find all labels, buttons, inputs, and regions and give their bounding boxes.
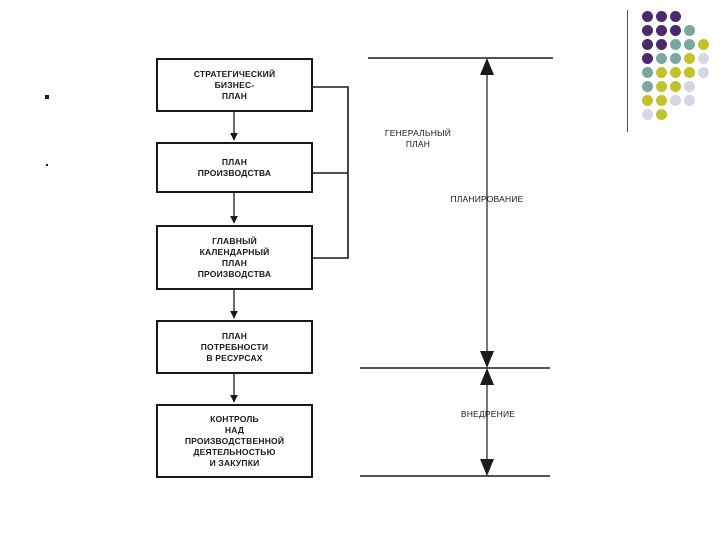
decorative-dot xyxy=(642,67,653,78)
implementation-arrow-head-down xyxy=(480,459,494,476)
implementation-arrow-head-up xyxy=(480,368,494,385)
decorative-dot xyxy=(698,53,709,64)
decorative-dot xyxy=(684,81,695,92)
decorative-dot xyxy=(684,25,695,36)
decorative-dot xyxy=(670,53,681,64)
label-general-plan: ГЕНЕРАЛЬНЫЙ ПЛАН xyxy=(384,128,452,149)
decorative-dot xyxy=(684,67,695,78)
box-strategic-business-plan-label: СТРАТЕГИЧЕСКИЙ БИЗНЕС- ПЛАН xyxy=(193,68,276,101)
decorative-dot xyxy=(656,53,667,64)
planning-arrow-head-down xyxy=(480,351,494,368)
decorative-dot xyxy=(642,25,653,36)
label-planning: ПЛАНИРОВАНИЕ xyxy=(450,194,524,204)
decorative-dot xyxy=(670,39,681,50)
bullet-marker xyxy=(46,164,48,166)
decorative-dot xyxy=(670,81,681,92)
box-master-production-schedule: ГЛАВНЫЙ КАЛЕНДАРНЫЙ ПЛАН ПРОИЗВОДСТВА xyxy=(156,225,313,290)
decorative-dot xyxy=(642,95,653,106)
decorative-divider-line xyxy=(627,10,628,132)
box-production-plan-label: ПЛАН ПРОИЗВОДСТВА xyxy=(197,156,272,178)
label-implementation: ВНЕДРЕНИЕ xyxy=(460,409,516,419)
box-production-control-purchasing: КОНТРОЛЬ НАД ПРОИЗВОДСТВЕННОЙ ДЕЯТЕЛЬНОС… xyxy=(156,404,313,478)
decorative-dot xyxy=(656,25,667,36)
box-production-control-purchasing-label: КОНТРОЛЬ НАД ПРОИЗВОДСТВЕННОЙ ДЕЯТЕЛЬНОС… xyxy=(184,413,285,468)
box-master-production-schedule-label: ГЛАВНЫЙ КАЛЕНДАРНЫЙ ПЛАН ПРОИЗВОДСТВА xyxy=(197,235,272,279)
decorative-dot xyxy=(642,109,653,120)
decorative-dot xyxy=(656,95,667,106)
decorative-dot xyxy=(670,11,681,22)
decorative-dot xyxy=(656,67,667,78)
decorative-dot xyxy=(656,11,667,22)
box-resource-requirements-plan-label: ПЛАН ПОТРЕБНОСТИ В РЕСУРСАХ xyxy=(200,330,269,363)
decorative-dot xyxy=(684,39,695,50)
decorative-dot xyxy=(642,81,653,92)
box-resource-requirements-plan: ПЛАН ПОТРЕБНОСТИ В РЕСУРСАХ xyxy=(156,320,313,374)
decorative-dot xyxy=(698,67,709,78)
decorative-dot xyxy=(684,95,695,106)
decorative-dot xyxy=(670,67,681,78)
decorative-dot xyxy=(698,39,709,50)
decorative-dot xyxy=(684,53,695,64)
decorative-dot xyxy=(656,109,667,120)
decorative-dot xyxy=(656,81,667,92)
decorative-dot xyxy=(642,11,653,22)
planning-arrow-head-up xyxy=(480,58,494,75)
decorative-dot xyxy=(642,39,653,50)
decorative-dot xyxy=(642,53,653,64)
box-production-plan: ПЛАН ПРОИЗВОДСТВА xyxy=(156,142,313,193)
box-strategic-business-plan: СТРАТЕГИЧЕСКИЙ БИЗНЕС- ПЛАН xyxy=(156,58,313,112)
decorative-dot xyxy=(670,95,681,106)
bullet-marker xyxy=(45,95,49,99)
decorative-dot xyxy=(656,39,667,50)
decorative-dot xyxy=(670,25,681,36)
